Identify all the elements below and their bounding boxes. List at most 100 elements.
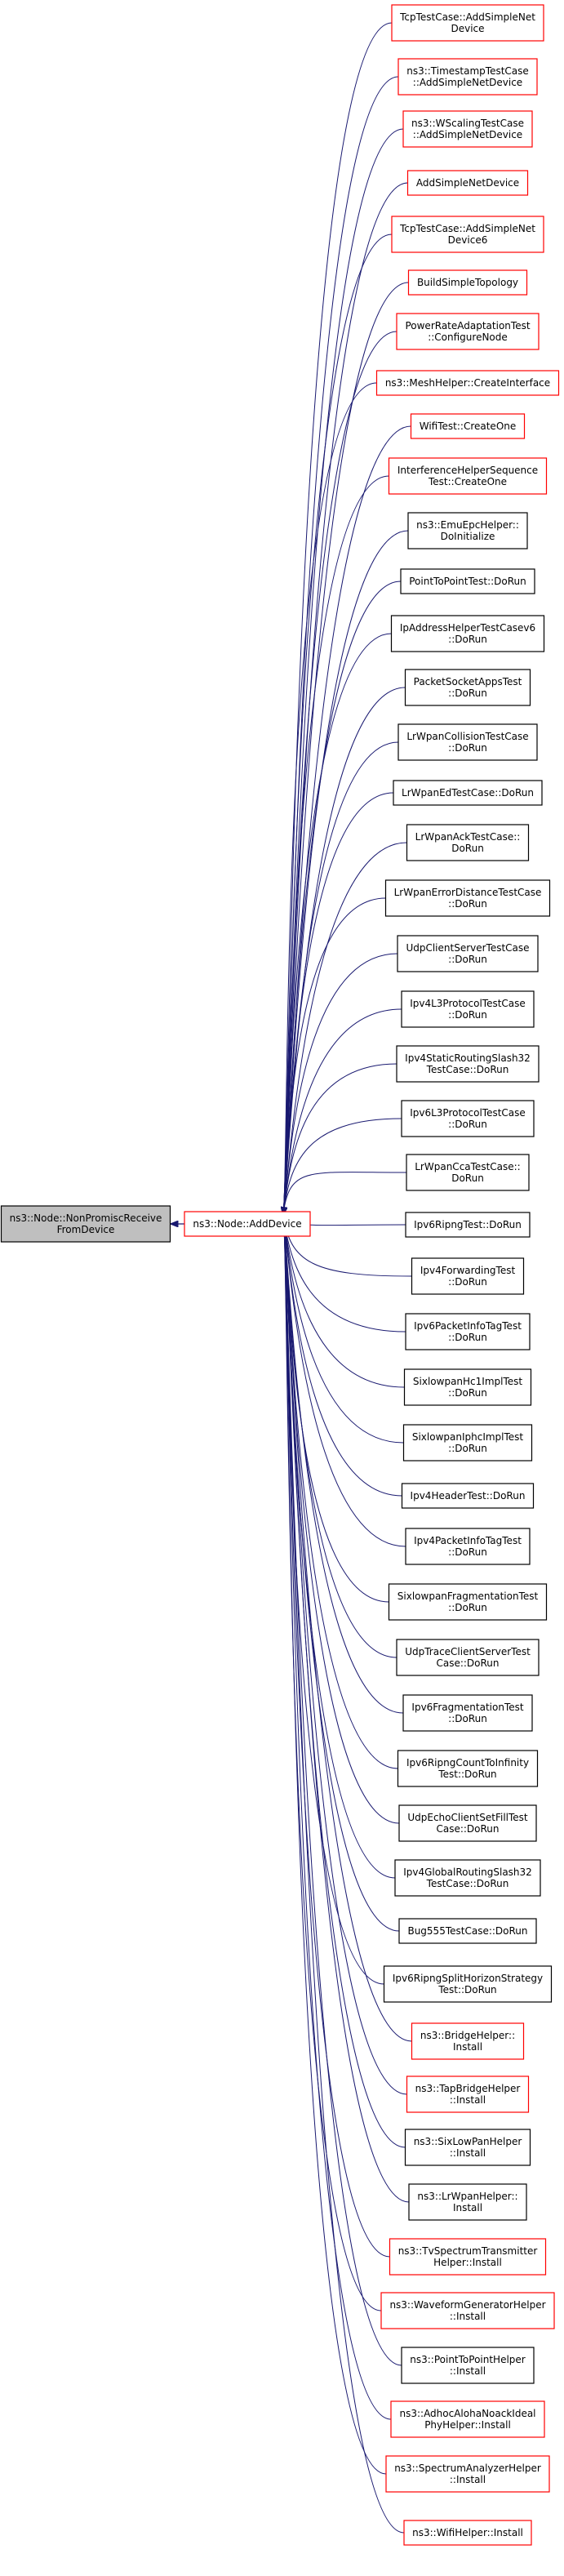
caller-node-7[interactable]: ns3::MeshHelper::CreateInterface (375, 370, 560, 396)
edge-caller-6-to-center (283, 331, 397, 1214)
caller-node-21-label: Ipv6L3ProtocolTestCase (410, 1107, 526, 1119)
caller-node-12: IpAddressHelperTestCasev6::DoRun (390, 615, 545, 652)
caller-node-12-label: IpAddressHelperTestCasev6 (400, 622, 535, 634)
caller-node-24-label: Ipv4ForwardingTest (420, 1265, 516, 1276)
edge-caller-42-to-center (283, 1214, 390, 2258)
caller-node-19-label: ::DoRun (448, 1009, 487, 1021)
caller-node-17: LrWpanErrorDistanceTestCase::DoRun (384, 879, 551, 917)
caller-node-2-label: ::AddSimpleNetDevice (413, 129, 522, 140)
caller-node-35-box (394, 1859, 541, 1897)
caller-node-6[interactable]: PowerRateAdaptationTest::ConfigureNode (396, 313, 540, 350)
caller-node-34-label: Case::DoRun (436, 1823, 499, 1835)
caller-node-47[interactable]: ns3::WifiHelper::Install (403, 2520, 532, 2546)
caller-node-30-label: SixlowpanFragmentationTest (397, 1591, 539, 1602)
edge-caller-26-to-center (283, 1214, 405, 1388)
caller-node-5-box (407, 269, 528, 296)
center-node-add-device[interactable]: ns3::Node::AddDevice (184, 1211, 311, 1237)
caller-node-3-label: AddSimpleNetDevice (416, 177, 519, 189)
caller-node-37-label: Ipv6RipngSplitHorizonStrategy (393, 1973, 543, 1984)
caller-node-29-label: ::DoRun (448, 1546, 487, 1558)
caller-node-21: Ipv6L3ProtocolTestCase::DoRun (401, 1100, 535, 1137)
edge-caller-43-to-center (283, 1214, 382, 2311)
caller-node-1[interactable]: ns3::TimestampTestCase::AddSimpleNetDevi… (397, 58, 538, 96)
caller-node-41-label: ns3::LrWpanHelper:: (417, 2191, 517, 2202)
edge-caller-20-to-center (283, 1063, 397, 1214)
caller-node-14: LrWpanCollisionTestCase::DoRun (397, 723, 538, 761)
caller-node-30-label: ::DoRun (448, 1602, 487, 1613)
caller-node-40-label: ::Install (450, 2147, 486, 2159)
caller-node-13-label: ::DoRun (448, 687, 487, 699)
caller-node-8[interactable]: WifiTest::CreateOne (410, 413, 526, 439)
caller-node-44-label: ns3::PointToPointHelper (410, 2354, 526, 2365)
caller-node-42-label: Helper::Install (433, 2257, 502, 2268)
root-node-nonpromisc-receive-from-device-label: FromDevice (57, 1224, 115, 1235)
caller-node-25-box (405, 1313, 531, 1350)
caller-node-17-label: ::DoRun (448, 898, 487, 910)
edge-caller-17-to-center (283, 897, 386, 1214)
caller-node-16-box (406, 824, 530, 861)
caller-node-23: Ipv6RipngTest::DoRun (405, 1212, 531, 1238)
caller-node-26-box (403, 1368, 532, 1406)
caller-node-46-label: ns3::SpectrumAnalyzerHelper (394, 2463, 541, 2474)
caller-node-45[interactable]: ns3::AdhocAlohaNoackIdealPhyHelper::Inst… (390, 2400, 545, 2438)
caller-node-31-box (396, 1639, 540, 1676)
caller-node-42-box (389, 2238, 547, 2276)
caller-node-16-label: LrWpanAckTestCase:: (415, 831, 521, 843)
caller-node-9-label: InterferenceHelperSequence (397, 465, 538, 476)
caller-node-43-label: ns3::WaveformGeneratorHelper (389, 2299, 545, 2311)
edge-caller-12-to-center (283, 633, 392, 1214)
caller-node-12-label: ::DoRun (448, 634, 487, 645)
caller-node-3-box (406, 170, 529, 196)
caller-node-36: Bug555TestCase::DoRun (398, 1918, 537, 1944)
caller-node-32-label: Ipv6FragmentationTest (411, 1702, 523, 1713)
caller-node-13: PacketSocketAppsTest::DoRun (404, 669, 531, 706)
edge-caller-4-to-center (283, 234, 393, 1214)
caller-node-8-box (410, 413, 526, 439)
caller-node-8-label: WifiTest::CreateOne (420, 420, 517, 432)
caller-node-34-label: UdpEchoClientSetFillTest (407, 1812, 528, 1823)
caller-node-42[interactable]: ns3::TvSpectrumTransmitterHelper::Instal… (389, 2238, 547, 2276)
caller-node-27-label: SixlowpanIphcImplTest (412, 1431, 524, 1443)
caller-node-19-label: Ipv4L3ProtocolTestCase (410, 998, 526, 1009)
caller-node-31-label: Case::DoRun (436, 1657, 499, 1669)
caller-node-47-label: ns3::WifiHelper::Install (412, 2527, 523, 2538)
caller-node-7-box (375, 370, 560, 396)
caller-node-39[interactable]: ns3::TapBridgeHelper::Install (406, 2075, 530, 2113)
caller-node-4-label: TcpTestCase::AddSimpleNet (399, 223, 535, 234)
caller-node-38[interactable]: ns3::BridgeHelper::Install (411, 2022, 525, 2060)
caller-node-0-label: TcpTestCase::AddSimpleNet (399, 11, 535, 23)
caller-node-40: ns3::SixLowPanHelper::Install (404, 2129, 531, 2166)
caller-node-2[interactable]: ns3::WScalingTestCase::AddSimpleNetDevic… (402, 110, 533, 148)
caller-node-10-label: DoInitialize (441, 531, 495, 542)
caller-node-46[interactable]: ns3::SpectrumAnalyzerHelper::Install (385, 2455, 550, 2493)
caller-node-44: ns3::PointToPointHelper::Install (401, 2347, 535, 2384)
caller-node-26-label: SixlowpanHc1ImplTest (413, 1376, 522, 1387)
edge-layer (171, 22, 412, 2534)
edge-caller-22-to-center (283, 1172, 407, 1214)
edge-caller-36-to-center (283, 1214, 400, 1932)
caller-node-11-box (400, 568, 535, 594)
caller-node-43[interactable]: ns3::WaveformGeneratorHelper::Install (380, 2292, 555, 2329)
edge-caller-38-to-center (283, 1214, 412, 2042)
caller-node-20-box (396, 1045, 540, 1083)
edge-caller-5-to-center (283, 282, 409, 1214)
caller-node-21-label: ::DoRun (448, 1119, 487, 1130)
caller-node-7-label: ns3::MeshHelper::CreateInterface (385, 377, 550, 389)
caller-node-25: Ipv6PacketInfoTagTest::DoRun (405, 1313, 531, 1350)
caller-node-22-label: DoRun (451, 1172, 484, 1184)
caller-node-9[interactable]: InterferenceHelperSequenceTest::CreateOn… (388, 457, 548, 495)
caller-node-41: ns3::LrWpanHelper::Install (408, 2183, 527, 2221)
caller-node-27-box (402, 1424, 533, 1462)
caller-node-2-box (402, 110, 533, 148)
caller-node-0[interactable]: TcpTestCase::AddSimpleNetDevice (391, 4, 544, 42)
edge-caller-2-to-center (283, 128, 404, 1214)
caller-node-9-label: Test::CreateOne (428, 476, 507, 487)
caller-node-23-box (405, 1212, 531, 1238)
caller-node-37-box (383, 1965, 553, 2003)
caller-node-5[interactable]: BuildSimpleTopology (407, 269, 528, 296)
caller-node-3[interactable]: AddSimpleNetDevice (406, 170, 529, 196)
caller-node-26-label: ::DoRun (448, 1387, 487, 1399)
